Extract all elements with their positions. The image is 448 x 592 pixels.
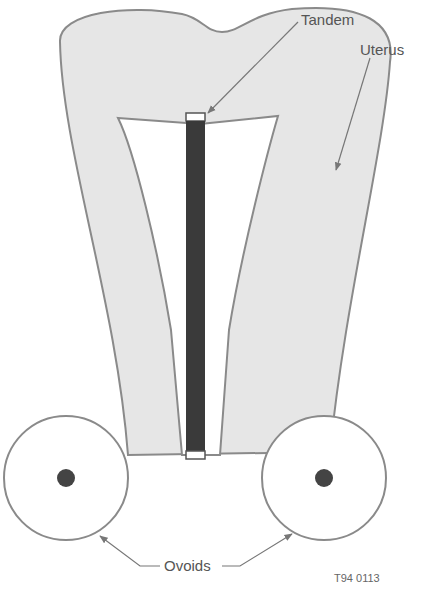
part-label: Uterus	[360, 42, 404, 59]
ovoids-leader-right	[222, 534, 292, 566]
uterus-leader	[336, 58, 370, 170]
figure-number: T94 0113	[334, 572, 380, 584]
uterine-cavity	[118, 116, 278, 455]
tandem-leader	[208, 22, 298, 113]
ovoid-right-source	[315, 469, 333, 487]
ovoid-left-source	[57, 469, 75, 487]
uterus-wall	[60, 8, 391, 455]
ovoid-right	[262, 416, 386, 540]
ovoid-left	[4, 416, 128, 540]
tandem-end-bottom	[186, 451, 205, 459]
part-label: Ovoids	[164, 558, 211, 575]
tandem-rod	[186, 121, 205, 451]
ovoids-leader-left	[100, 536, 160, 566]
tandem-end-top	[186, 113, 205, 121]
part-label: Tandem	[301, 12, 354, 29]
